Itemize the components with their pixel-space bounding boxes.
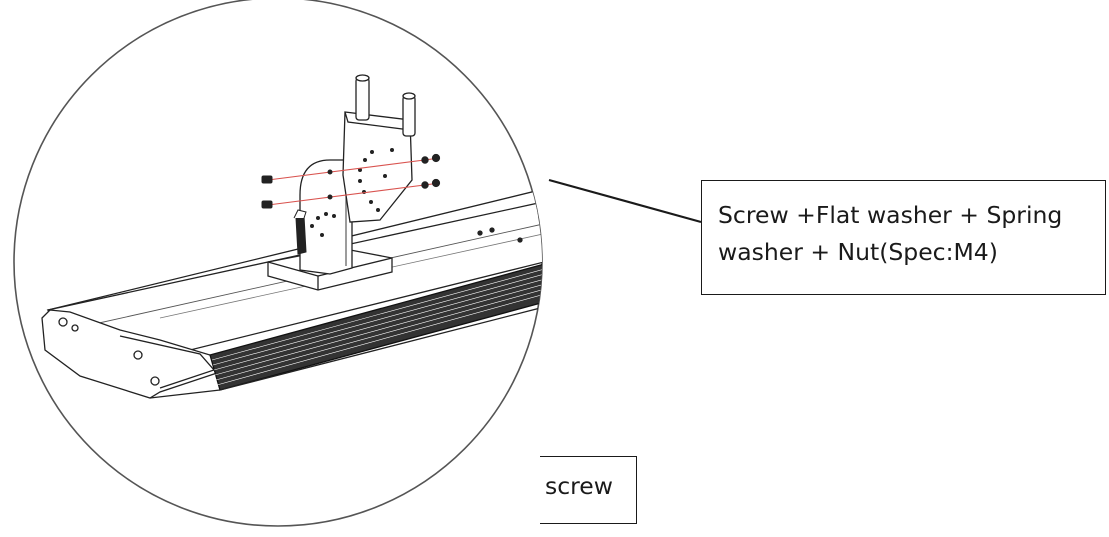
fastener-callout-line-2: washer + Nut(Spec:M4) xyxy=(718,238,998,266)
leader-line xyxy=(548,178,702,224)
screw-callout-label: screw xyxy=(545,472,613,500)
fastener-assembly-icon xyxy=(261,153,441,255)
fixture-drawing xyxy=(41,74,542,399)
mounting-bracket-icon xyxy=(267,74,416,291)
fastener-callout-line-1: Screw +Flat washer + Spring xyxy=(718,201,1063,229)
screw-callout-box: screw xyxy=(540,456,637,524)
fastener-callout-box: Screw +Flat washer + Spring washer + Nut… xyxy=(701,180,1106,295)
